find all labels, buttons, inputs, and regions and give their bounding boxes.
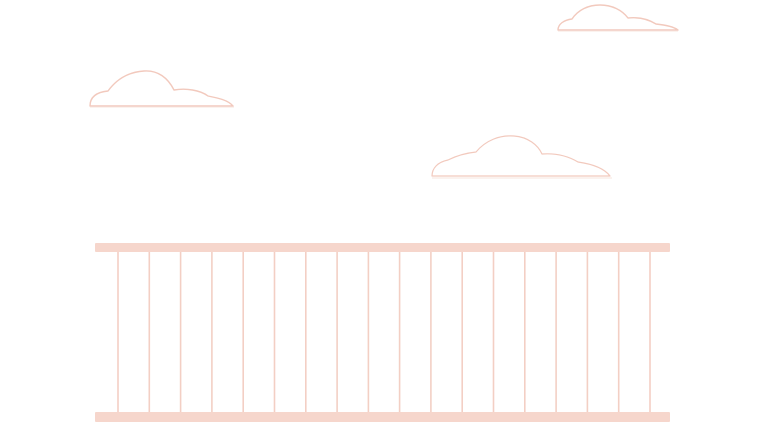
- railing-top-rail: [95, 243, 670, 252]
- cloud-middle-right: [431, 135, 612, 179]
- cloud-top-right: [557, 4, 679, 32]
- railing: [95, 243, 670, 422]
- railing-bottom-rail: [95, 412, 670, 422]
- railing-balusters: [117, 252, 651, 412]
- cloud-left: [89, 70, 234, 108]
